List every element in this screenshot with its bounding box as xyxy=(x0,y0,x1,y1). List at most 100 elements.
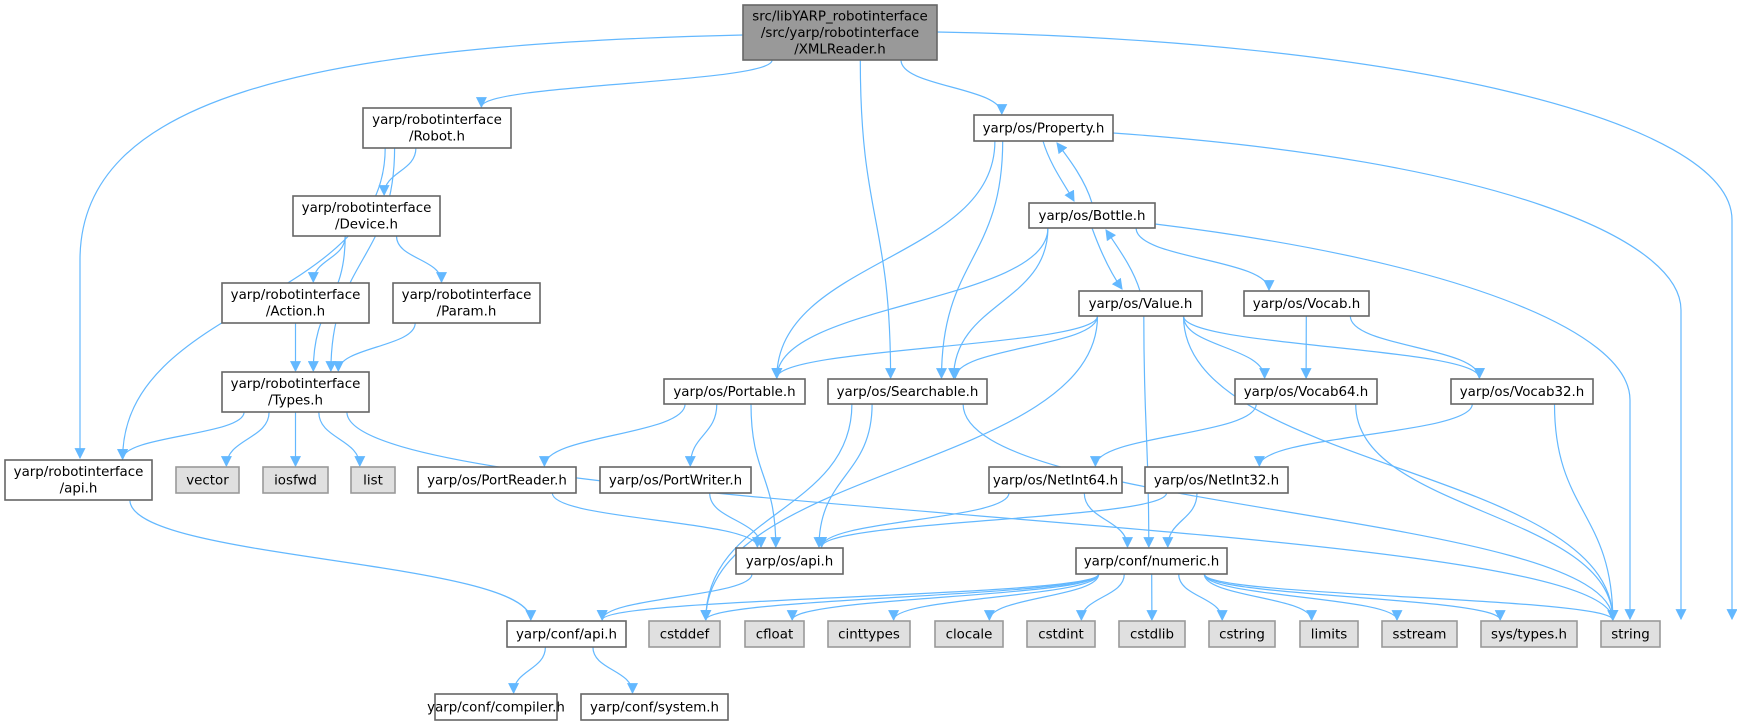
node-vocab32[interactable]: yarp/os/Vocab32.h xyxy=(1450,378,1594,405)
edge-types-to-ri_api xyxy=(117,411,245,461)
node-netint64[interactable]: yarp/os/NetInt64.h xyxy=(988,466,1123,494)
node-label: /Device.h xyxy=(335,218,398,233)
node-box xyxy=(417,466,577,494)
edge-value-to-portable xyxy=(771,315,1099,380)
edge-root-to-property xyxy=(900,59,1008,116)
node-label: yarp/robotinterface xyxy=(372,113,502,128)
node-value[interactable]: yarp/os/Value.h xyxy=(1078,290,1203,317)
edge-numeric-to-cstdint xyxy=(1075,573,1125,622)
node-conf-api[interactable]: yarp/conf/api.h xyxy=(506,620,627,648)
node-box xyxy=(1243,290,1370,317)
node-robot[interactable]: yarp/robotinterface/Robot.h xyxy=(362,107,512,149)
node-box xyxy=(1144,466,1289,494)
node-system[interactable]: yarp/conf/system.h xyxy=(580,693,729,721)
node-label: yarp/os/Vocab32.h xyxy=(1460,385,1585,400)
node-portable[interactable]: yarp/os/Portable.h xyxy=(663,378,806,405)
edge-param-to-types xyxy=(332,322,416,373)
node-box xyxy=(506,620,627,648)
node-label: cinttypes xyxy=(838,627,900,642)
node-systypes: sys/types.h xyxy=(1480,620,1578,648)
node-bottle[interactable]: yarp/os/Bottle.h xyxy=(1028,202,1156,229)
node-label: yarp/os/Value.h xyxy=(1089,297,1193,312)
node-box xyxy=(1600,620,1661,648)
edge-searchable-to-string xyxy=(962,403,1619,622)
node-box xyxy=(827,378,988,405)
edge-netint64-to-numeric xyxy=(1083,492,1133,549)
node-param[interactable]: yarp/robotinterface/Param.h xyxy=(392,282,541,324)
node-box xyxy=(744,620,805,648)
node-portwriter[interactable]: yarp/os/PortWriter.h xyxy=(599,466,752,494)
node-label: yarp/os/api.h xyxy=(746,554,834,569)
node-label: yarp/robotinterface xyxy=(14,465,144,480)
edge-property-to-string xyxy=(1112,132,1687,621)
node-searchable[interactable]: yarp/os/Searchable.h xyxy=(827,378,988,405)
node-sstream: sstream xyxy=(1381,620,1458,648)
node-label: yarp/robotinterface xyxy=(402,288,532,303)
node-label: yarp/os/NetInt64.h xyxy=(993,473,1118,488)
node-label: yarp/conf/api.h xyxy=(516,627,617,642)
edge-numeric-to-cinttypes xyxy=(888,573,1100,622)
node-netint32[interactable]: yarp/os/NetInt32.h xyxy=(1144,466,1289,494)
edge-value-to-vocab64 xyxy=(1182,315,1271,380)
node-label: /Types.h xyxy=(268,394,323,409)
node-property[interactable]: yarp/os/Property.h xyxy=(973,114,1114,142)
node-box xyxy=(988,466,1123,494)
node-vocab64[interactable]: yarp/os/Vocab64.h xyxy=(1234,378,1378,405)
edge-property-to-portable xyxy=(771,140,996,380)
node-label: limits xyxy=(1311,627,1347,642)
node-label: yarp/robotinterface xyxy=(231,377,361,392)
edge-vocab-to-vocab32 xyxy=(1349,315,1485,380)
edge-bottle-to-portable xyxy=(771,227,1049,380)
edge-conf_api-to-compiler xyxy=(508,646,546,695)
edge-property-to-searchable xyxy=(936,140,1004,380)
node-box xyxy=(973,114,1114,142)
node-label: yarp/os/Bottle.h xyxy=(1039,209,1146,224)
node-box xyxy=(1118,620,1186,648)
node-box xyxy=(221,282,370,324)
node-ri-api[interactable]: yarp/robotinterface/api.h xyxy=(4,459,153,501)
node-box xyxy=(1026,620,1096,648)
edge-numeric-to-cstring xyxy=(1178,573,1228,622)
edge-numeric-to-cstddef xyxy=(700,573,1100,622)
node-compiler[interactable]: yarp/conf/compiler.h xyxy=(427,693,565,721)
node-portreader[interactable]: yarp/os/PortReader.h xyxy=(417,466,577,494)
node-box xyxy=(827,620,911,648)
node-os-api[interactable]: yarp/os/api.h xyxy=(735,547,844,575)
edge-vocab32-to-netint32 xyxy=(1253,403,1473,468)
node-box xyxy=(392,282,541,324)
edge-device-to-param xyxy=(395,235,447,284)
node-label: yarp/conf/numeric.h xyxy=(1084,554,1220,569)
node-label: /src/yarp/robotinterface xyxy=(761,26,919,41)
edge-root-to-string xyxy=(936,31,1737,621)
node-limits: limits xyxy=(1299,620,1359,648)
node-root[interactable]: src/libYARP_robotinterface/src/yarp/robo… xyxy=(742,4,938,61)
node-numeric[interactable]: yarp/conf/numeric.h xyxy=(1075,547,1228,575)
node-label: cstring xyxy=(1219,627,1265,642)
node-types[interactable]: yarp/robotinterface/Types.h xyxy=(221,371,370,413)
node-box xyxy=(1450,378,1594,405)
node-cstdint: cstdint xyxy=(1026,620,1096,648)
edge-vocab32-to-string xyxy=(1553,403,1619,622)
node-box xyxy=(1299,620,1359,648)
node-vector: vector xyxy=(175,466,240,494)
edge-device-to-action xyxy=(307,235,346,284)
node-label: yarp/os/Property.h xyxy=(983,121,1105,136)
node-box xyxy=(742,4,938,61)
node-vocab[interactable]: yarp/os/Vocab.h xyxy=(1243,290,1370,317)
edge-numeric-to-systypes xyxy=(1203,573,1506,622)
node-cfloat: cfloat xyxy=(744,620,805,648)
node-label: yarp/os/Vocab.h xyxy=(1253,297,1360,312)
edge-os_api-to-conf_api xyxy=(596,573,753,622)
node-label: /XMLReader.h xyxy=(794,42,886,57)
edge-numeric-to-clocale xyxy=(983,573,1100,622)
edge-bottle-to-vocab xyxy=(1135,227,1275,292)
edge-bottle-to-searchable xyxy=(948,227,1049,380)
node-label: yarp/os/Searchable.h xyxy=(837,385,979,400)
node-label: cstdlib xyxy=(1130,627,1174,642)
node-action[interactable]: yarp/robotinterface/Action.h xyxy=(221,282,370,324)
node-box xyxy=(1234,378,1378,405)
node-label: /Action.h xyxy=(266,305,325,320)
node-box xyxy=(934,620,1004,648)
edge-value-to-string xyxy=(1182,315,1619,622)
node-device[interactable]: yarp/robotinterface/Device.h xyxy=(292,195,441,237)
